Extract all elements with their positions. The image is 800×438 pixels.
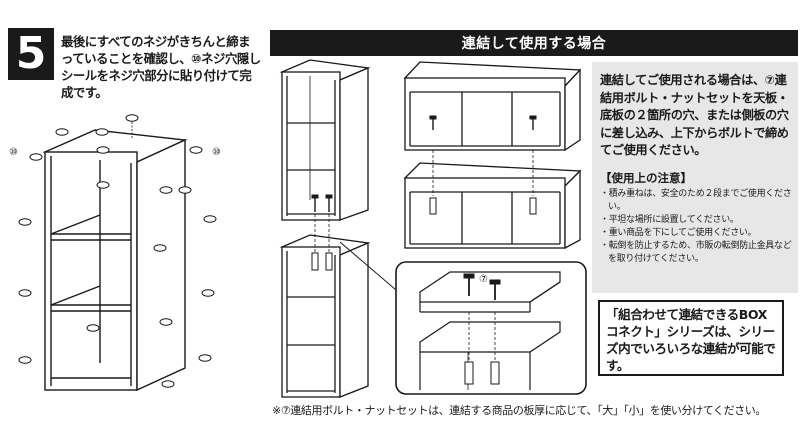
nut-icon — [429, 115, 537, 215]
usage-info-box: 連結してご使用される場合は、⑦連結用ボルト・ナットセットを天板・底板の２箇所の穴… — [592, 62, 798, 293]
part-10-label-right: ⑩ — [212, 147, 221, 158]
caution-item: ・転倒を防止するため、市販の転倒防止金具などを取り付けてください。 — [600, 240, 792, 264]
bolt-icon — [311, 194, 333, 271]
caution-title: 【使用上の注意】 — [600, 170, 692, 185]
caution-list: ・積み重ねは、安全のため２段までご使用ください。 ・平坦な場所に設置してください… — [600, 188, 792, 266]
connection-instructions: 連結してご使用される場合は、⑦連結用ボルト・ナットセットを天板・底板の２箇所の穴… — [600, 73, 789, 157]
caution-item: ・平坦な場所に設置してください。 — [600, 214, 739, 225]
screw-cap-seal-icon — [18, 114, 217, 388]
part-10-label-left: ⑩ — [9, 147, 18, 158]
series-note-box: 「組合わせて連結できるBOXコネクト」シリーズは、シリーズ内でいろいろな連結が可… — [598, 300, 784, 376]
zoom-detail-drawing: ⑦ — [395, 261, 587, 395]
footnote: ※⑦連結用ボルト・ナットセットは、連結する商品の板厚に応じて、「大」「小」を使い… — [272, 404, 766, 417]
part-7-label: ⑦ — [479, 274, 488, 285]
single-shelf-drawing — [42, 129, 188, 392]
stacked-vertical-units-drawing — [279, 59, 371, 398]
section-header: 連結して使用する場合 — [270, 30, 798, 56]
caution-item: ・重い商品を下にしてご使用ください。 — [600, 227, 757, 238]
step-instruction-text: 最後にすべてのネジがきちんと締まっていることを確認し、⑩ネジ穴隠しシールをネジ穴… — [61, 34, 261, 100]
caution-item: ・積み重ねは、安全のため２段までご使用ください。 — [600, 188, 792, 212]
stacked-horizontal-units-drawing — [403, 61, 582, 250]
step-number-badge: 5 — [8, 28, 54, 80]
